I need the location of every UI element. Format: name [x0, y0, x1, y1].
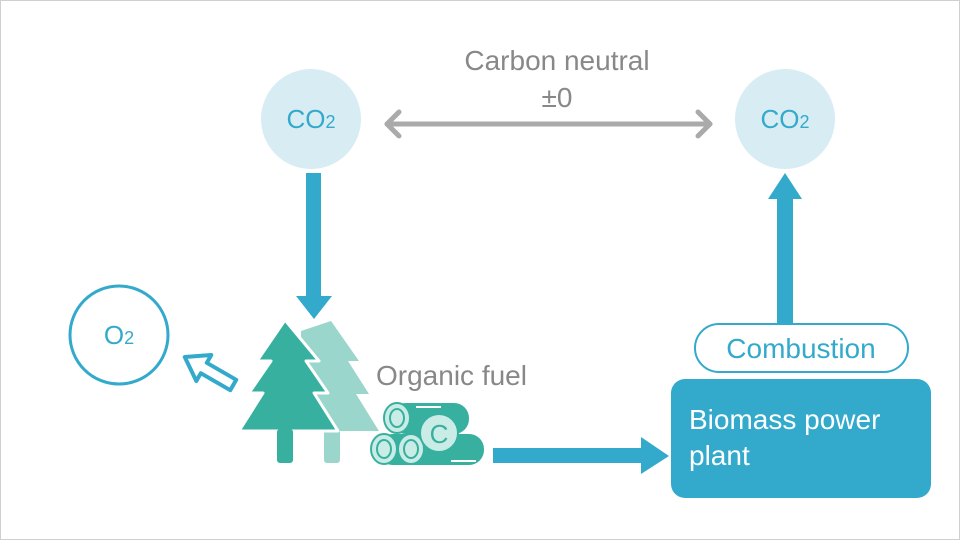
o2-circle: O2: [68, 284, 170, 386]
combustion-label: Combustion: [694, 323, 909, 373]
co2-left-circle: CO2: [261, 69, 361, 169]
carbon-symbol: C: [430, 419, 449, 449]
emission-arrow-icon: [768, 173, 802, 323]
svg-text:Combustion: Combustion: [726, 333, 875, 364]
plus-minus-zero-label: ±0: [542, 82, 573, 113]
co2-right-circle: CO2: [735, 69, 835, 169]
fuel-to-plant-arrow-icon: [493, 437, 669, 474]
carbon-neutral-label: Carbon neutral: [464, 45, 649, 76]
double-arrow-icon: [384, 109, 713, 139]
logs-icon: C: [370, 402, 484, 465]
oxygen-release-arrow-icon: [182, 353, 239, 393]
biomass-power-plant-box: Biomass power plant: [671, 379, 931, 498]
svg-text:Biomass power: Biomass power: [689, 404, 880, 435]
organic-fuel-label: Organic fuel: [376, 360, 527, 391]
svg-text:plant: plant: [689, 440, 750, 471]
svg-text:CO2: CO2: [286, 104, 335, 134]
svg-text:CO2: CO2: [760, 104, 809, 134]
absorption-arrow-icon: [296, 173, 332, 319]
tree-dark-trunk: [277, 429, 293, 463]
svg-text:O2: O2: [104, 320, 134, 350]
